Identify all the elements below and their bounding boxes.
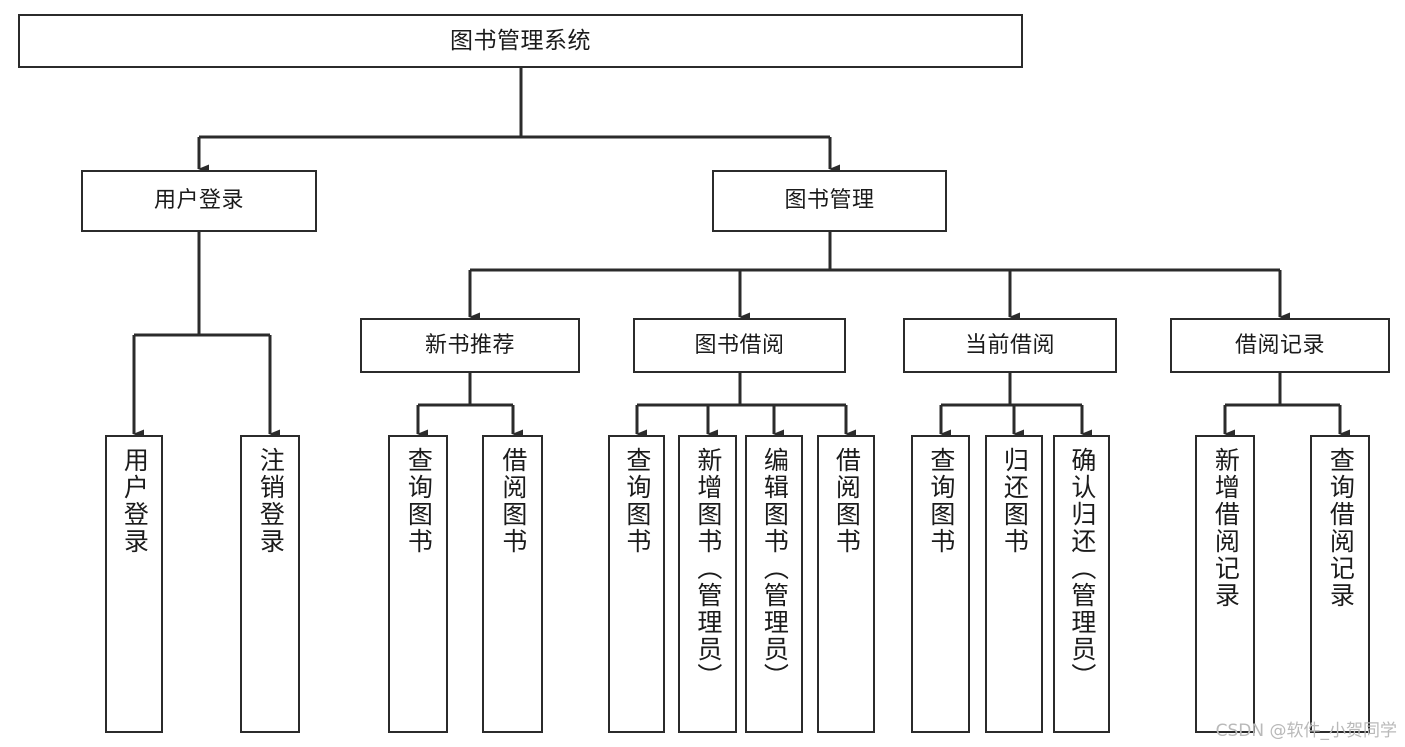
- node-l-confirm[interactable]: 确认归还（管理员）: [1053, 435, 1110, 733]
- node-label: 图书管理: [784, 188, 875, 214]
- node-l-addrec[interactable]: 新增借阅记录: [1195, 435, 1255, 733]
- node-l-query2[interactable]: 查询图书: [608, 435, 665, 733]
- node-label: 借阅图书: [832, 447, 862, 555]
- node-label: 注销登录: [256, 447, 286, 555]
- node-label: 新书推荐: [424, 332, 515, 358]
- node-label: 查询图书: [926, 447, 956, 555]
- node-l-borrow1[interactable]: 借阅图书: [482, 435, 543, 733]
- node-root[interactable]: 图书管理系统: [18, 14, 1023, 68]
- node-label: 归还图书: [1000, 447, 1030, 555]
- node-label: 图书管理系统: [450, 27, 591, 54]
- node-label: 用户登录: [120, 447, 150, 555]
- node-label: 新增图书（管理员）: [693, 447, 723, 690]
- node-l-return[interactable]: 归还图书: [985, 435, 1043, 733]
- node-label: 查询图书: [622, 447, 652, 555]
- node-label: 查询借阅记录: [1326, 447, 1356, 609]
- node-label: 借阅记录: [1234, 332, 1325, 358]
- node-l-edit[interactable]: 编辑图书（管理员）: [745, 435, 803, 733]
- watermark-text: CSDN @软件_小贺同学: [1215, 721, 1397, 741]
- node-label: 查询图书: [404, 447, 434, 555]
- node-label: 编辑图书（管理员）: [760, 447, 790, 690]
- node-newbook[interactable]: 新书推荐: [360, 318, 580, 373]
- node-label: 借阅图书: [498, 447, 528, 555]
- node-l-logout[interactable]: 注销登录: [240, 435, 300, 733]
- node-current[interactable]: 当前借阅: [903, 318, 1117, 373]
- node-l-borrow2[interactable]: 借阅图书: [817, 435, 875, 733]
- node-borrow[interactable]: 图书借阅: [633, 318, 846, 373]
- node-label: 确认归还（管理员）: [1067, 447, 1097, 690]
- node-bookmgmt[interactable]: 图书管理: [712, 170, 947, 232]
- node-l-queryrec[interactable]: 查询借阅记录: [1310, 435, 1370, 733]
- node-records[interactable]: 借阅记录: [1170, 318, 1390, 373]
- node-login[interactable]: 用户登录: [81, 170, 317, 232]
- node-l-query1[interactable]: 查询图书: [388, 435, 448, 733]
- node-label: 用户登录: [153, 188, 244, 214]
- node-label: 当前借阅: [964, 332, 1055, 358]
- node-l-add[interactable]: 新增图书（管理员）: [678, 435, 737, 733]
- node-l-login[interactable]: 用户登录: [105, 435, 163, 733]
- node-label: 新增借阅记录: [1211, 447, 1241, 609]
- node-l-query3[interactable]: 查询图书: [911, 435, 970, 733]
- node-label: 图书借阅: [694, 332, 785, 358]
